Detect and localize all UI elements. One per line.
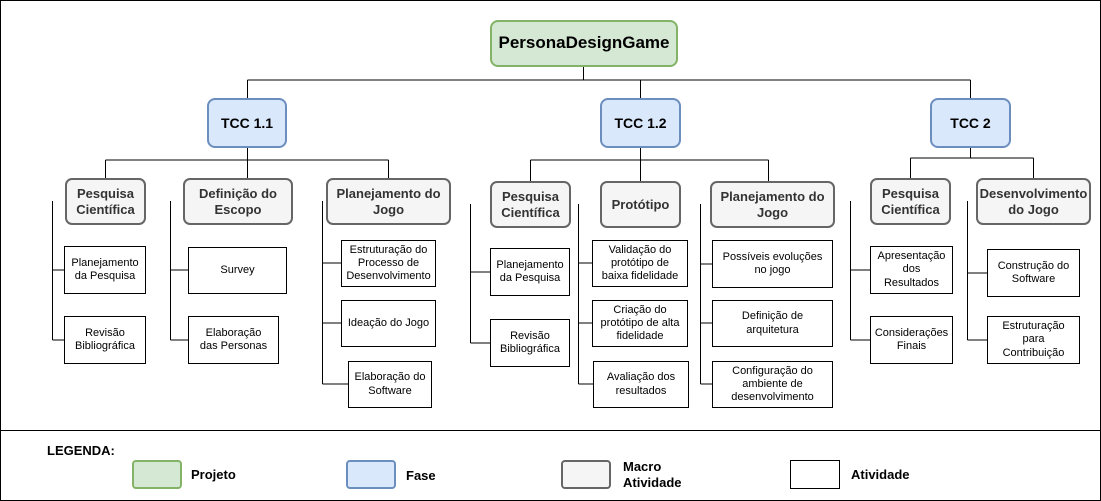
activity-estruturacao-contribuicao: Estruturação para Contribuição: [987, 316, 1080, 364]
activity-construcao-software: Construção do Software: [987, 249, 1080, 297]
macro-pesquisa-cientifica-1-1: Pesquisa Científica: [65, 178, 146, 225]
activity-survey: Survey: [188, 247, 287, 294]
activity-planejamento-pesquisa-1-2: Planejamento da Pesquisa: [490, 248, 570, 296]
activity-revisao-bibliografica-1-1: Revisão Bibliográfica: [64, 316, 146, 364]
legend-macro-swatch: [561, 460, 611, 489]
phase-tcc-1-1: TCC 1.1: [207, 98, 287, 148]
macro-definicao-escopo: Definição do Escopo: [183, 178, 293, 225]
legend-activity-swatch: [790, 460, 840, 489]
macro-pesquisa-cientifica-1-2: Pesquisa Científica: [490, 181, 571, 228]
legend-phase-label: Fase: [406, 468, 436, 483]
macro-desenvolvimento-jogo: Desenvolvimento do Jogo: [976, 178, 1091, 225]
activity-estruturacao-processo: Estruturação do Processo de Desenvolvime…: [341, 240, 436, 287]
activity-elaboracao-personas: Elaboração das Personas: [188, 316, 279, 364]
activity-avaliacao-resultados: Avaliação dos resultados: [593, 361, 689, 408]
legend-project-label: Projeto: [191, 467, 236, 482]
macro-planejamento-jogo-1-2: Planejamento do Jogo: [710, 181, 835, 228]
legend-project-swatch: [132, 460, 182, 489]
phase-tcc-2: TCC 2: [930, 98, 1011, 148]
activity-criacao-prototipo: Criação do protótipo de alta fidelidade: [592, 300, 688, 347]
macro-prototipo: Protótipo: [600, 181, 681, 228]
legend-macro-label: Macro Atividade: [623, 459, 682, 490]
project-node: PersonaDesignGame: [490, 20, 678, 67]
legend-phase-swatch: [346, 460, 396, 489]
activity-configuracao-ambiente: Configuração do ambiente de desenvolvime…: [712, 361, 833, 408]
activity-consideracoes-finais: Considerações Finais: [870, 316, 953, 364]
legend-frame: [0, 430, 1101, 501]
macro-pesquisa-cientifica-2: Pesquisa Científica: [870, 178, 951, 225]
activity-elaboracao-software: Elaboração do Software: [348, 361, 432, 408]
connector-lines: [52, 67, 1034, 385]
phase-tcc-1-2: TCC 1.2: [600, 98, 681, 148]
activity-possiveis-evolucoes: Possíveis evoluções no jogo: [712, 240, 833, 288]
activity-validacao-prototipo: Validação do protótipo de baixa fidelida…: [592, 240, 688, 287]
legend-activity-label: Atividade: [851, 467, 910, 482]
activity-definicao-arquitetura: Definição de arquitetura: [712, 300, 833, 347]
activity-planejamento-pesquisa-1-1: Planejamento da Pesquisa: [64, 246, 146, 294]
macro-planejamento-jogo-1-1: Planejamento do Jogo: [326, 178, 451, 225]
legend-title: LEGENDA:: [47, 443, 115, 458]
activity-revisao-bibliografica-1-2: Revisão Bibliográfica: [490, 319, 570, 367]
activity-ideacao-jogo: Ideação do Jogo: [341, 300, 436, 347]
activity-apresentacao-resultados: Apresentação dos Resultados: [870, 246, 953, 294]
